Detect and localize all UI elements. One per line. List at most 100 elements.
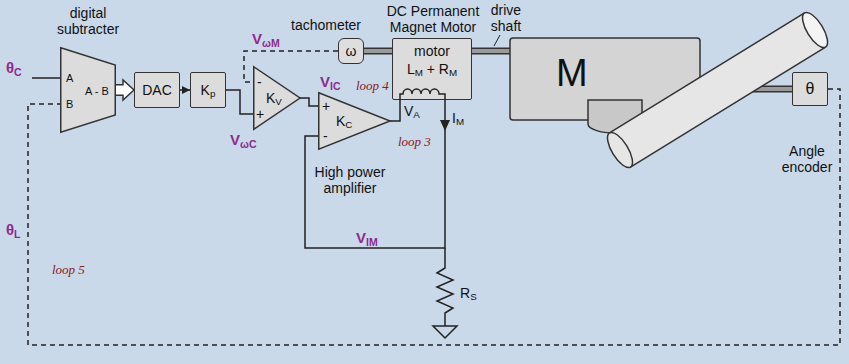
gain-box: Kp bbox=[190, 72, 226, 108]
bus-arrow-fill bbox=[116, 86, 124, 95]
angle-encoder: θAngle encoder bbox=[792, 72, 828, 106]
amplifier-triangle: +KC-High power amplifier bbox=[318, 92, 390, 150]
node-text: A - B bbox=[80, 83, 114, 99]
text-part: θ bbox=[6, 59, 14, 76]
signal-label: VIM bbox=[356, 230, 378, 246]
cylinder-end bbox=[603, 129, 638, 171]
load-mass: M bbox=[510, 38, 700, 120]
node-text: - bbox=[257, 74, 262, 90]
coil-symbol bbox=[400, 89, 445, 100]
signal-label: IM bbox=[452, 110, 464, 126]
connector bbox=[28, 89, 840, 345]
signal-line bbox=[226, 90, 253, 114]
node-text: θ bbox=[793, 79, 827, 99]
dac-box: DAC bbox=[134, 72, 180, 108]
resistor-symbol bbox=[437, 248, 453, 326]
input-wire bbox=[32, 77, 60, 79]
text-part: K bbox=[201, 82, 210, 98]
subscript: IC bbox=[330, 80, 341, 92]
node-text: - bbox=[323, 128, 328, 144]
subscript: ωC bbox=[240, 138, 256, 150]
part-label: drive shaft bbox=[484, 2, 528, 34]
text-part: V bbox=[320, 73, 330, 90]
connector bbox=[390, 100, 400, 121]
subscript: p bbox=[210, 88, 215, 99]
subscript: C bbox=[345, 119, 352, 130]
signal-line bbox=[300, 98, 318, 106]
amplifier-triangle: -KV+ bbox=[253, 66, 300, 130]
node-text: A bbox=[66, 70, 73, 86]
subscript: M bbox=[449, 67, 457, 78]
signal-label: VA bbox=[404, 103, 420, 119]
signal-line-dashed bbox=[28, 89, 840, 345]
loop-label: loop 3 bbox=[398, 134, 431, 150]
text-part: V bbox=[230, 131, 240, 148]
text-part: K bbox=[336, 113, 345, 129]
node-text: ω bbox=[339, 43, 363, 59]
cylinder-opening bbox=[798, 9, 833, 51]
subscript: IM bbox=[366, 236, 378, 248]
connector bbox=[226, 90, 253, 114]
subscript: L bbox=[14, 228, 20, 240]
node-text: digital subtracter bbox=[48, 5, 128, 37]
signal-label: VωM bbox=[252, 31, 280, 47]
node-text: LM + RM bbox=[393, 61, 471, 77]
text-part: R bbox=[439, 61, 449, 77]
ground-symbol bbox=[433, 326, 457, 338]
subscript: C bbox=[14, 66, 22, 78]
amplifier-outline bbox=[254, 67, 300, 130]
subscript: A bbox=[413, 109, 420, 120]
signal-line bbox=[390, 100, 400, 121]
bus-arrowhead bbox=[123, 80, 134, 100]
signal-label: VIC bbox=[320, 74, 341, 90]
motor-box: DC Permanent Magnet MotormotorLM + RM bbox=[392, 38, 472, 100]
text-part: RM bbox=[439, 61, 457, 77]
node-text: KC bbox=[336, 113, 352, 129]
connector bbox=[472, 51, 510, 52]
signal-label: VωC bbox=[230, 132, 256, 148]
text-part: V bbox=[404, 103, 413, 119]
bus-arrow-outline bbox=[116, 84, 124, 96]
subscript: M bbox=[415, 67, 423, 78]
text-part: V bbox=[356, 229, 366, 246]
node-text: DAC bbox=[135, 82, 179, 98]
text-part: L bbox=[407, 61, 415, 77]
node-text: Angle encoder bbox=[779, 143, 835, 175]
shaft-outline bbox=[364, 48, 392, 55]
connector bbox=[116, 80, 134, 100]
subtracter-outline bbox=[61, 48, 116, 133]
signal-label: θL bbox=[6, 222, 21, 238]
subscript: ωM bbox=[262, 37, 280, 49]
signal-label: θC bbox=[6, 60, 22, 76]
node-text: motor bbox=[393, 43, 471, 59]
node-text: B bbox=[66, 96, 73, 112]
node-text: KV bbox=[266, 90, 282, 106]
node-text: Kp bbox=[191, 82, 225, 98]
part-label: RS bbox=[460, 285, 477, 301]
shaft bbox=[472, 49, 510, 53]
node-text: DC Permanent Magnet Motor bbox=[383, 3, 483, 35]
subscript: M bbox=[456, 116, 464, 127]
subscript: V bbox=[275, 96, 282, 107]
text-part: + bbox=[423, 61, 439, 77]
current-arrow bbox=[440, 120, 450, 131]
amplifier-outline bbox=[319, 93, 390, 150]
shaft-outline bbox=[472, 48, 510, 55]
node-text: + bbox=[322, 98, 330, 114]
subscript: S bbox=[470, 291, 477, 302]
loop-label: loop 4 bbox=[356, 78, 389, 94]
node-text: High power amplifier bbox=[310, 164, 390, 196]
loop-label: loop 5 bbox=[52, 262, 85, 278]
node-text: M bbox=[556, 52, 588, 94]
text-part: R bbox=[460, 285, 470, 301]
node-text: + bbox=[256, 106, 264, 122]
text-part: LM bbox=[407, 61, 423, 77]
connector bbox=[180, 90, 190, 91]
text-part: θ bbox=[6, 221, 14, 238]
subtracter-block: digital subtracterAA - BB bbox=[60, 47, 116, 133]
tachometer: tachometerω bbox=[338, 38, 364, 64]
connector bbox=[364, 51, 392, 52]
signal-line bbox=[180, 89, 190, 91]
connector bbox=[300, 98, 318, 106]
